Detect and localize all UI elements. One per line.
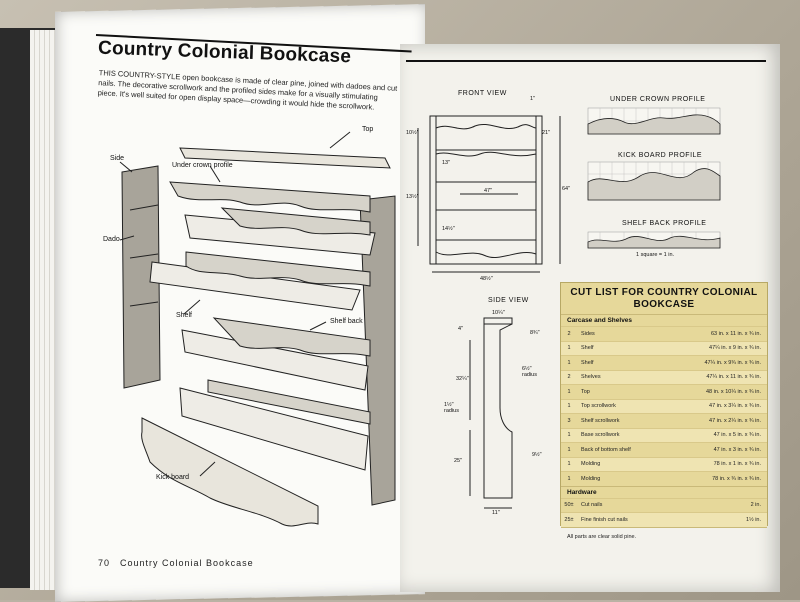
cut-list-cell-d: 47¼ in. x 9 in. x ¾ in. — [709, 345, 761, 352]
dim-front-b: 13" — [442, 160, 451, 166]
label-side: Side — [110, 155, 125, 162]
cut-list-row: 1 Top scrollwork 47 in. x 3¼ in. x ¾ in. — [561, 398, 767, 413]
label-top: Top — [362, 126, 374, 133]
page-number: 70 — [98, 558, 111, 568]
cut-list-box: CUT LIST FOR COUNTRY COLONIAL BOOKCASE C… — [560, 282, 768, 540]
right-title-rule — [406, 60, 766, 62]
cut-list-row: 3 Shelf scrollwork 47 in. x 2¼ in. x ¾ in. — [561, 413, 767, 428]
grid-scale-note: 1 square = 1 in. — [636, 252, 675, 258]
dim-front-d: 13½" — [406, 194, 419, 200]
cut-list-title: CUT LIST FOR COUNTRY COLONIAL BOOKCASE — [561, 283, 767, 314]
dim-side-c: 8¾" — [530, 330, 540, 336]
cut-list-cell-d: 48 in. x 10¼ in. x ¾ in. — [705, 388, 761, 395]
cut-list-cell-p: Top — [581, 388, 590, 395]
side-view-title: SIDE VIEW — [488, 297, 529, 304]
cut-list-cell-q: 3 — [567, 417, 571, 424]
cut-list-cell-p: Cut nails — [581, 502, 603, 509]
cut-list-cell-d: 78 in. x ¾ in. x ¾ in. — [712, 475, 761, 482]
cut-list-cell-q: 1 — [567, 345, 571, 352]
dim-front-f: 48½" — [480, 276, 493, 282]
cut-list-cell-d: 47 in. x 5 in. x ¾ in. — [713, 432, 761, 439]
cut-list-section-carcase: Carcase and Shelves — [561, 314, 767, 326]
dim-side-b: 4" — [458, 326, 464, 332]
dim-front-a: 10½" — [406, 130, 419, 136]
cut-list-cell-p: Shelf — [581, 359, 594, 366]
cut-list-cell-p: Back of bottom shelf — [581, 446, 631, 453]
cut-list-cell-p: Shelf scrollwork — [581, 417, 620, 424]
cut-list-cell-p: Molding — [581, 475, 601, 482]
cut-list-cell-q: 1 — [567, 461, 571, 468]
cut-list-row: 1 Shelf 47¼ in. x 9 in. x ¾ in. — [561, 340, 767, 355]
cut-list-cell-q: 1 — [567, 403, 571, 410]
cut-list-cell-p: Top scrollwork — [581, 403, 616, 410]
cut-list-row: 50± Cut nails 2 in. — [561, 497, 767, 513]
cut-list-cell-p: Base scrollwork — [581, 432, 620, 439]
dim-side-a: 10¼" — [492, 310, 505, 316]
cut-list-cell-q: 1 — [567, 475, 571, 482]
cut-list-cell-q: 2 — [567, 330, 571, 337]
cut-list-cell-q: 2 — [567, 374, 571, 381]
dim-side-d: 6½" radius — [522, 366, 537, 378]
cut-list-cell-d: 47 in. x 3 in. x ¾ in. — [713, 446, 761, 453]
dim-front-top: 1" — [530, 96, 536, 102]
cut-list-cell-q: 50± — [564, 502, 574, 509]
dim-front-c: 47" — [484, 188, 493, 194]
dim-front-e: 14½" — [442, 226, 455, 232]
label-under-crown: Under crown profile — [172, 162, 233, 169]
cut-list-row: 25± Fine finish cut nails 1½ in. — [561, 512, 767, 527]
cut-list-cell-d: 47 in. x 3¼ in. x ¾ in. — [709, 403, 761, 410]
cut-list-row: 2 Sides 63 in. x 11 in. x ¾ in. — [561, 326, 767, 341]
cut-list-section-hardware: Hardware — [561, 485, 767, 498]
cut-list-cell-q: 1 — [567, 388, 571, 395]
cut-list-cell-p: Molding — [581, 461, 601, 468]
dim-side-i: 11" — [492, 510, 500, 516]
dim-side-e: 32¼" — [456, 376, 469, 382]
cut-list-cell-d: 1½ in. — [746, 516, 761, 523]
cut-list-cell-d: 47 in. x 2¼ in. x ¾ in. — [709, 417, 761, 424]
running-head: Country Colonial Bookcase — [120, 558, 254, 568]
cut-list-cell-q: 1 — [567, 432, 571, 439]
cut-list-cell-p: Shelf — [581, 345, 594, 352]
shelf-back-profile-title: SHELF BACK PROFILE — [622, 220, 707, 227]
cut-list-cell-q: 1 — [567, 359, 571, 366]
kick-board-profile-title: KICK BOARD PROFILE — [618, 152, 703, 159]
dim-side-g: 25" — [454, 458, 463, 464]
cut-list-row: 1 Top 48 in. x 10¼ in. x ¾ in. — [561, 384, 767, 399]
label-shelf: Shelf — [176, 312, 192, 319]
front-view-title: FRONT VIEW — [458, 90, 507, 97]
cut-list-cell-q: 25± — [564, 516, 574, 523]
cut-list-cell-q: 1 — [567, 446, 571, 453]
under-crown-profile-title: UNDER CROWN PROFILE — [610, 96, 706, 103]
label-shelf-back: Shelf back — [330, 318, 363, 325]
cut-list-row: 1 Back of bottom shelf 47 in. x 3 in. x ¾ … — [561, 442, 767, 457]
label-kick-board: Kick board — [156, 474, 190, 481]
cut-list-cell-p: Sides — [581, 330, 595, 337]
cut-list-cell-d: 78 in. x 1 in. x ¾ in. — [713, 461, 761, 468]
cut-list-cell-d: 47¼ in. x 9¾ in. x ¾ in. — [704, 359, 761, 366]
cut-list-cell-d: 63 in. x 11 in. x ¾ in. — [710, 330, 761, 337]
cut-list-cell-d: 2 in. — [750, 502, 761, 509]
cut-list-row: 2 Shelves 47¼ in. x 11 in. x ¾ in. — [561, 369, 767, 384]
dim-front-g: 21" — [542, 130, 551, 136]
cut-list-row: 1 Molding 78 in. x ¾ in. x ¾ in. — [561, 471, 767, 486]
cut-list-row: 1 Shelf 47¼ in. x 9¾ in. x ¾ in. — [561, 355, 767, 370]
label-dado: Dado — [103, 236, 120, 243]
cut-list-cell-p: Shelves — [581, 374, 601, 381]
cut-list-cell-d: 47¼ in. x 11 in. x ¾ in. — [706, 374, 761, 381]
cut-list-hardware-rows: 50± Cut nails 2 in. 25± Fine finish cut nail… — [561, 497, 767, 527]
page-footer: 70 Country Colonial Bookcase — [98, 558, 254, 568]
dim-side-h: 9½" — [532, 452, 542, 458]
cut-list-row: 1 Base scrollwork 47 in. x 5 in. x ¾ in. — [561, 427, 767, 442]
cut-list-cell-p: Fine finish cut nails — [581, 516, 628, 523]
cut-list-note: All parts are clear solid pine. — [561, 526, 767, 546]
cut-list-row: 1 Molding 78 in. x 1 in. x ¾ in. — [561, 456, 767, 471]
dim-front-h: 64" — [562, 186, 571, 192]
dim-side-f: 1½" radius — [444, 402, 459, 414]
